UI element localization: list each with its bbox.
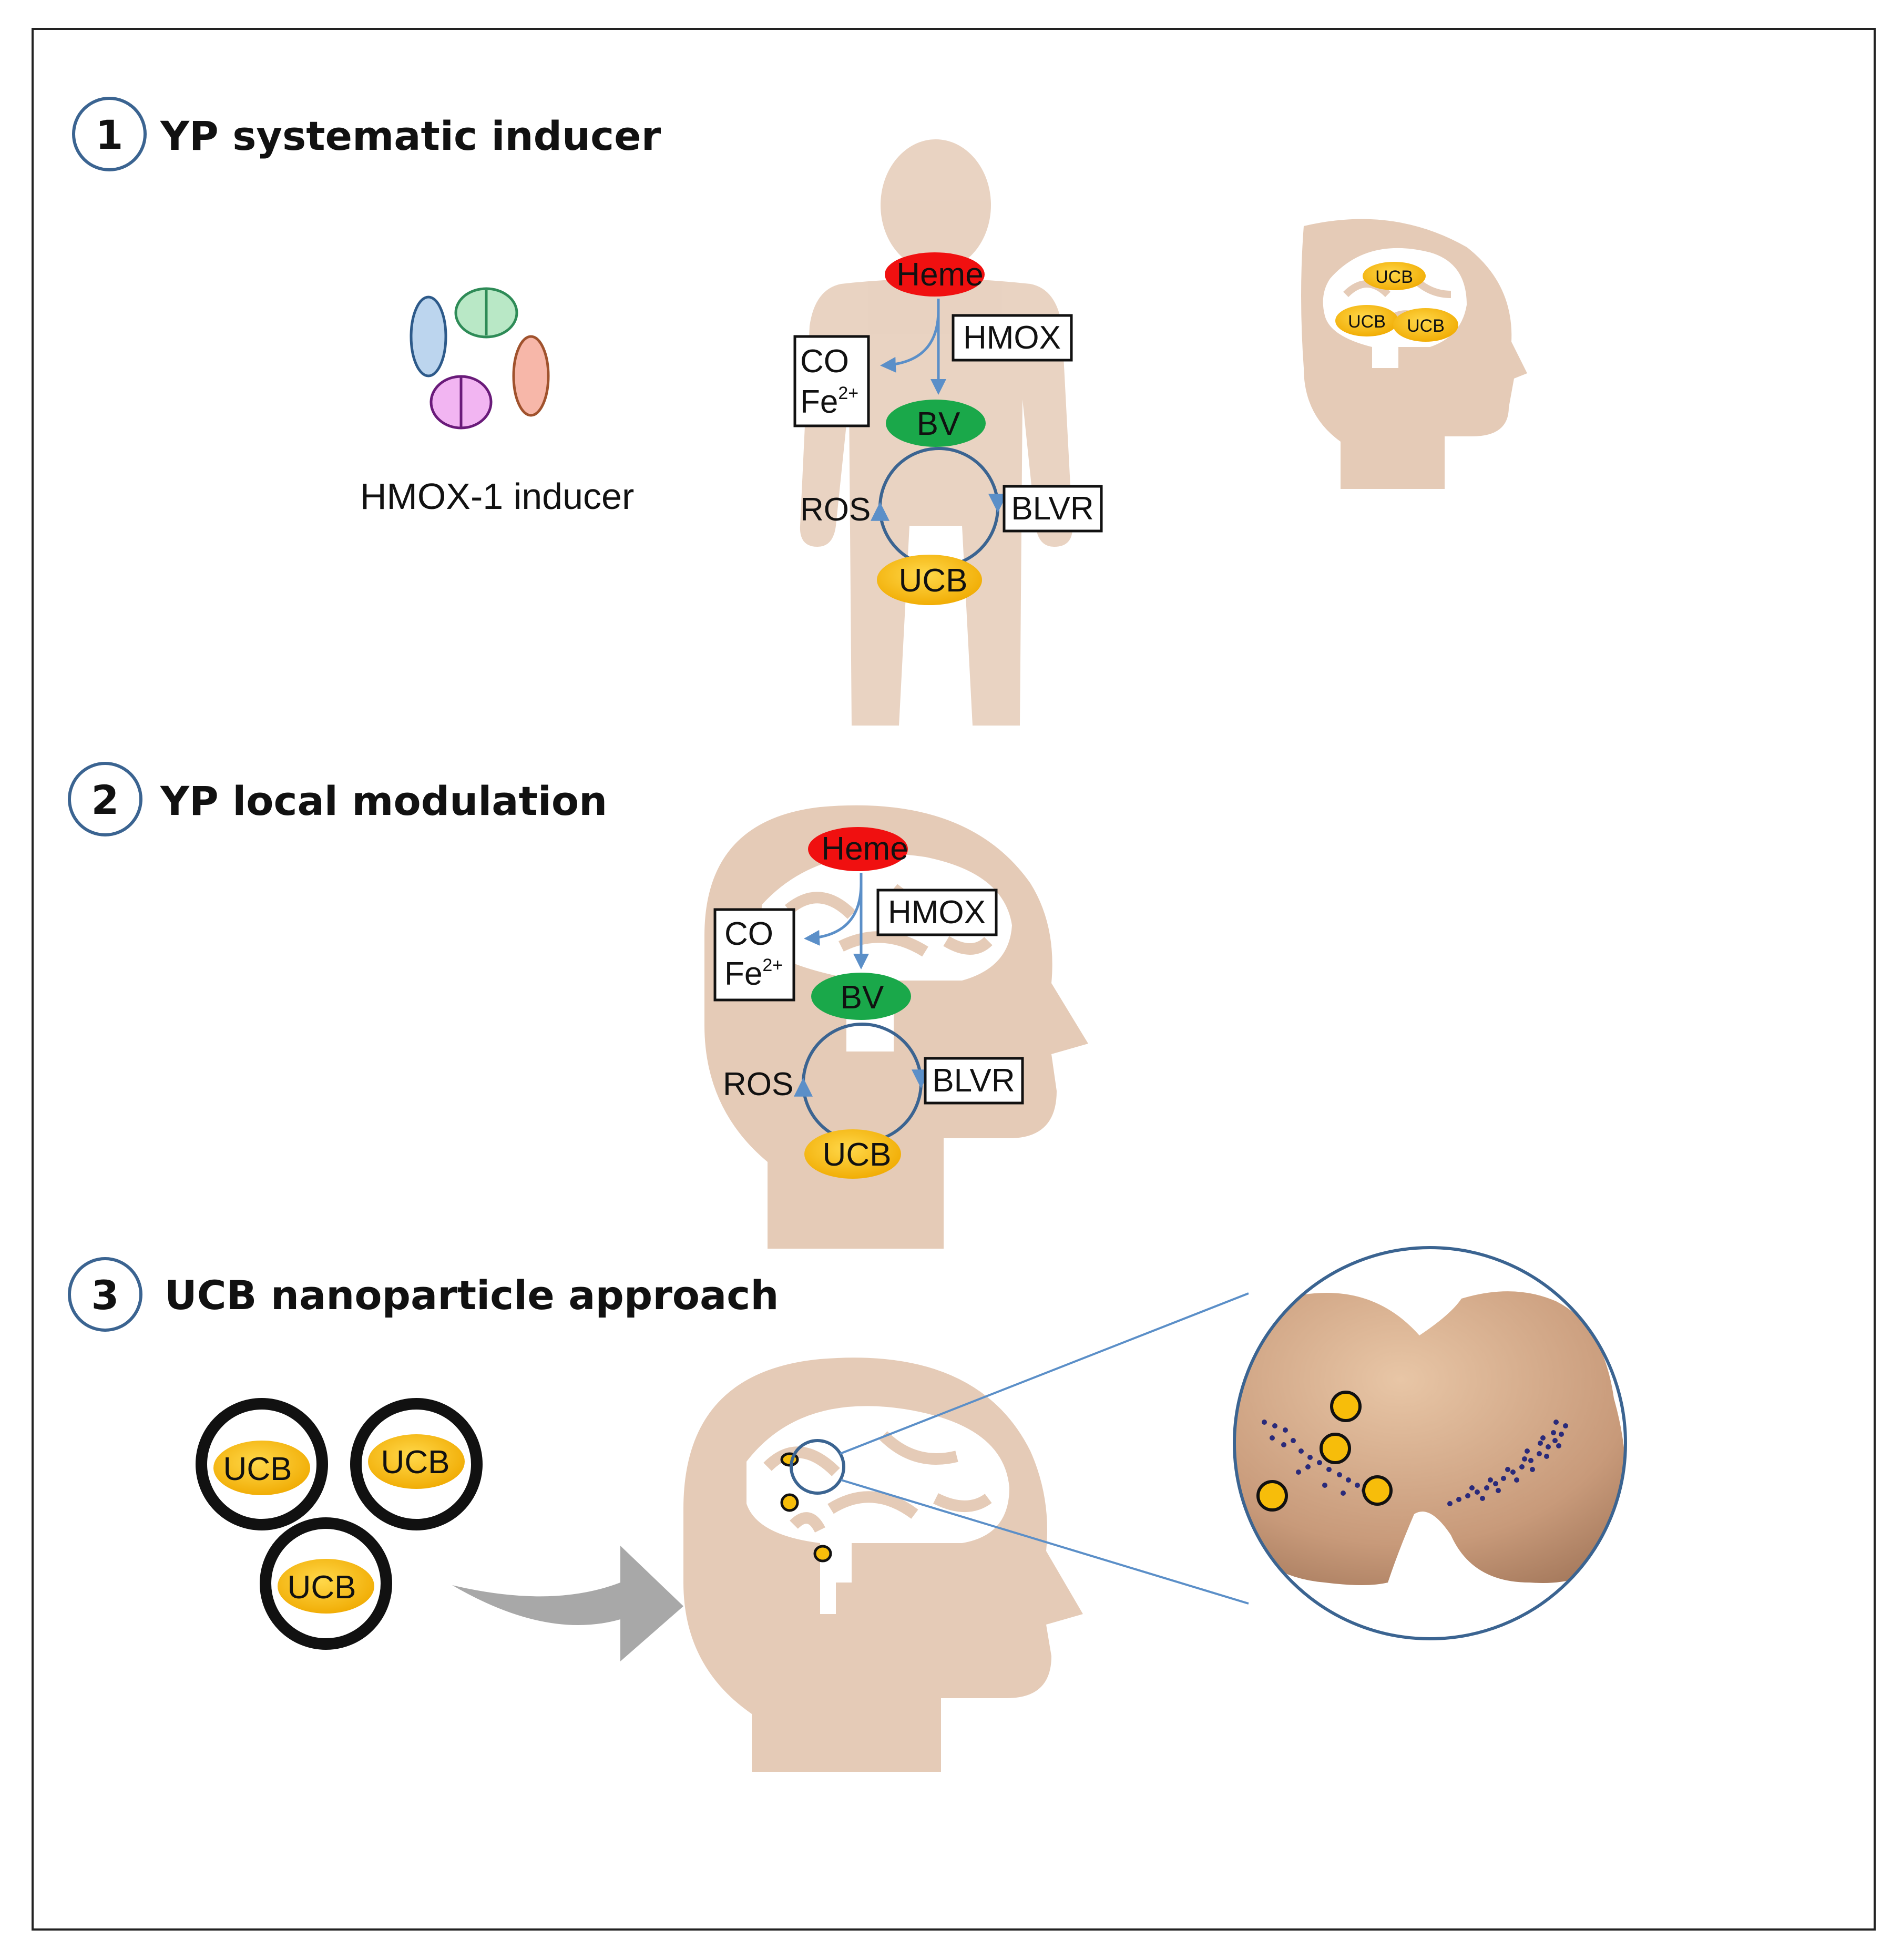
section-2-number: 2 bbox=[91, 777, 119, 823]
brain-ucb-2 bbox=[1335, 305, 1398, 336]
co-label-2: CO bbox=[724, 916, 773, 952]
section-3-title: UCB nanoparticle approach bbox=[165, 1272, 779, 1319]
bv-label-2: BV bbox=[841, 979, 884, 1016]
section-2-pathway: Heme HMOX CO Fe2+ BV ROS BLVR UCB bbox=[713, 827, 1024, 1179]
nanoparticle-2: UCB bbox=[350, 1398, 483, 1530]
brain-ucb-label-2: UCB bbox=[1348, 312, 1386, 332]
blvr-box-1 bbox=[1003, 485, 1103, 533]
pill-red bbox=[512, 335, 550, 417]
ucb-nanoparticles: UCB UCB UCB bbox=[196, 1398, 483, 1650]
neuron-dots-left bbox=[1262, 1420, 1367, 1496]
fe-label-2: Fe2+ bbox=[724, 955, 783, 992]
zoom-np-4 bbox=[1362, 1475, 1393, 1506]
brain-nanoparticles bbox=[780, 1452, 832, 1563]
ucb-blob-1 bbox=[877, 555, 982, 605]
head-silhouette-large bbox=[683, 1357, 1083, 1772]
zoom-circle-border bbox=[1233, 1246, 1627, 1640]
ucb-blob-2 bbox=[804, 1129, 901, 1179]
section-2-number-circle bbox=[68, 762, 142, 836]
head-silhouette-small bbox=[1301, 219, 1527, 489]
fe-charge-2: 2+ bbox=[762, 955, 783, 975]
blvr-label-1: BLVR bbox=[1011, 491, 1093, 527]
hmox-label-2: HMOX bbox=[888, 894, 986, 931]
zoom-nanoparticles bbox=[1256, 1391, 1393, 1512]
nanoparticle-label-2: UCB bbox=[381, 1444, 450, 1481]
section-1-number-circle bbox=[72, 97, 147, 171]
section-1-number: 1 bbox=[96, 111, 124, 158]
pill-purple bbox=[430, 375, 493, 430]
hmox-box-1 bbox=[952, 314, 1073, 362]
hmox-box-2 bbox=[876, 889, 998, 936]
section-1-header: 1 YP systematic inducer bbox=[72, 97, 661, 171]
zoom-np-3 bbox=[1256, 1480, 1288, 1512]
brain-ucb-cluster: UCB UCB UCB bbox=[1335, 262, 1458, 342]
co-label-1: CO bbox=[800, 343, 849, 380]
delivery-arrow bbox=[452, 1546, 683, 1661]
bv-label-1: BV bbox=[917, 406, 960, 442]
neuron-dots-right bbox=[1447, 1420, 1568, 1506]
zoomed-brain-section bbox=[1233, 1246, 1627, 1640]
zoom-np-1 bbox=[1330, 1391, 1362, 1422]
bv-blob-2 bbox=[811, 973, 911, 1020]
section-3-number-circle bbox=[68, 1257, 142, 1332]
pill-green bbox=[454, 287, 518, 339]
heme-blob-2 bbox=[808, 827, 908, 871]
section-3-header: 3 UCB nanoparticle approach bbox=[68, 1257, 779, 1332]
section-2-header: 2 YP local modulation bbox=[68, 762, 607, 836]
co-fe-box-1 bbox=[793, 335, 870, 427]
co-fe-branch-arrow-2 bbox=[804, 883, 863, 946]
pill-blue bbox=[410, 295, 447, 377]
section-2-title: YP local modulation bbox=[160, 778, 607, 824]
tissue-slice bbox=[1234, 1291, 1625, 1585]
nanoparticle-label-1: UCB bbox=[223, 1451, 292, 1487]
heme-label-2: Heme bbox=[821, 831, 908, 867]
figure-border bbox=[32, 28, 1876, 1931]
ucb-label-1: UCB bbox=[899, 563, 968, 599]
ros-label-1: ROS bbox=[800, 492, 871, 528]
blvr-box-2 bbox=[924, 1057, 1024, 1105]
zoom-np-2 bbox=[1320, 1433, 1351, 1464]
zoom-connector-top bbox=[840, 1292, 1249, 1455]
brain-ucb-label-3: UCB bbox=[1407, 316, 1445, 336]
brain-ucb-label-1: UCB bbox=[1375, 267, 1413, 287]
hmox1-inducer-caption: HMOX-1 inducer bbox=[360, 476, 634, 517]
fe-label-1: Fe2+ bbox=[800, 383, 858, 420]
nanoparticle-1: UCB bbox=[196, 1398, 328, 1530]
nanoparticle-label-3: UCB bbox=[288, 1569, 356, 1606]
section-1-title: YP systematic inducer bbox=[160, 113, 661, 159]
brain-np-2 bbox=[780, 1493, 799, 1512]
blvr-label-2: BLVR bbox=[932, 1063, 1015, 1099]
brain-np-3 bbox=[813, 1545, 832, 1563]
section-3-number: 3 bbox=[91, 1272, 119, 1319]
bv-blob-1 bbox=[886, 400, 986, 447]
fe-symbol-1: Fe bbox=[800, 384, 838, 420]
head-silhouette-medium bbox=[704, 805, 1088, 1249]
zoom-connector-bottom bbox=[841, 1479, 1249, 1605]
brain-ucb-1 bbox=[1363, 262, 1426, 290]
hmox-label-1: HMOX bbox=[963, 320, 1061, 356]
nanoparticle-3: UCB bbox=[260, 1517, 392, 1650]
heme-label-1: Heme bbox=[896, 257, 983, 293]
section-1-pathway: Heme HMOX CO Fe2+ BV ROS BLVR UCB bbox=[793, 252, 1103, 605]
hmox1-inducer-pills bbox=[410, 287, 550, 430]
magnification-target-circle bbox=[790, 1439, 845, 1495]
heme-blob-1 bbox=[885, 252, 985, 297]
ucb-label-2: UCB bbox=[823, 1137, 892, 1173]
co-fe-branch-arrow-1 bbox=[880, 310, 940, 373]
co-fe-box-2 bbox=[713, 908, 795, 1002]
fe-symbol-2: Fe bbox=[724, 956, 762, 992]
fe-charge-1: 2+ bbox=[838, 383, 858, 403]
ros-label-2: ROS bbox=[723, 1066, 793, 1102]
brain-ucb-3 bbox=[1393, 308, 1458, 342]
